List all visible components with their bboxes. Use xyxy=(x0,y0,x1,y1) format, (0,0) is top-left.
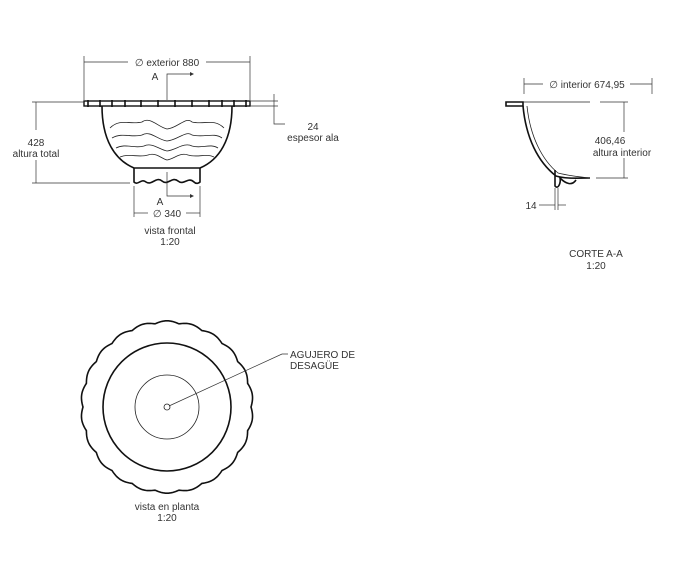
bowl-outline xyxy=(101,105,233,169)
section-drain xyxy=(554,170,577,188)
section-mark-top: A xyxy=(152,72,159,83)
bowl-bottom-circle xyxy=(134,374,200,440)
total-height-label: altura total xyxy=(13,149,60,160)
flange xyxy=(83,100,251,107)
wall-thickness-value: 14 xyxy=(525,201,537,212)
drain-hole xyxy=(163,403,171,411)
base-diameter-dimension: ∅ 340 xyxy=(153,209,182,220)
interior-diameter-dimension: ∅ interior 674,95 xyxy=(549,80,625,91)
frontal-view: ∅ exterior 880 A 428 altura total xyxy=(13,56,339,248)
section-view: ∅ interior 674,95 406,46 altura interior… xyxy=(505,78,653,272)
section-wall xyxy=(522,105,591,179)
inner-rim-circle xyxy=(102,342,232,472)
interior-height-value: 406,46 xyxy=(595,136,626,147)
plan-view: AGUJERO DE DESAGÜE vista en planta 1:20 xyxy=(80,319,355,524)
section-view-title: CORTE A-A xyxy=(569,249,623,260)
frontal-view-title: vista frontal xyxy=(144,226,195,237)
total-height-value: 428 xyxy=(28,138,45,149)
drain-callout-line2: DESAGÜE xyxy=(290,360,339,372)
flange-thickness-value: 24 xyxy=(307,122,319,133)
plan-view-title: vista en planta xyxy=(135,502,200,513)
interior-height-label: altura interior xyxy=(593,148,652,159)
plan-view-scale: 1:20 xyxy=(157,513,177,524)
exterior-diameter-dimension: ∅ exterior 880 xyxy=(135,58,200,69)
flange-thickness-label: espesor ala xyxy=(287,133,339,144)
section-view-scale: 1:20 xyxy=(586,261,606,272)
callout-leader xyxy=(168,353,288,407)
section-flange xyxy=(505,101,524,107)
section-mark-bottom: A xyxy=(157,197,164,208)
frontal-view-scale: 1:20 xyxy=(160,237,180,248)
wavy-rim xyxy=(80,319,254,495)
drain-callout-line1: AGUJERO DE xyxy=(290,350,355,361)
base xyxy=(133,168,201,185)
